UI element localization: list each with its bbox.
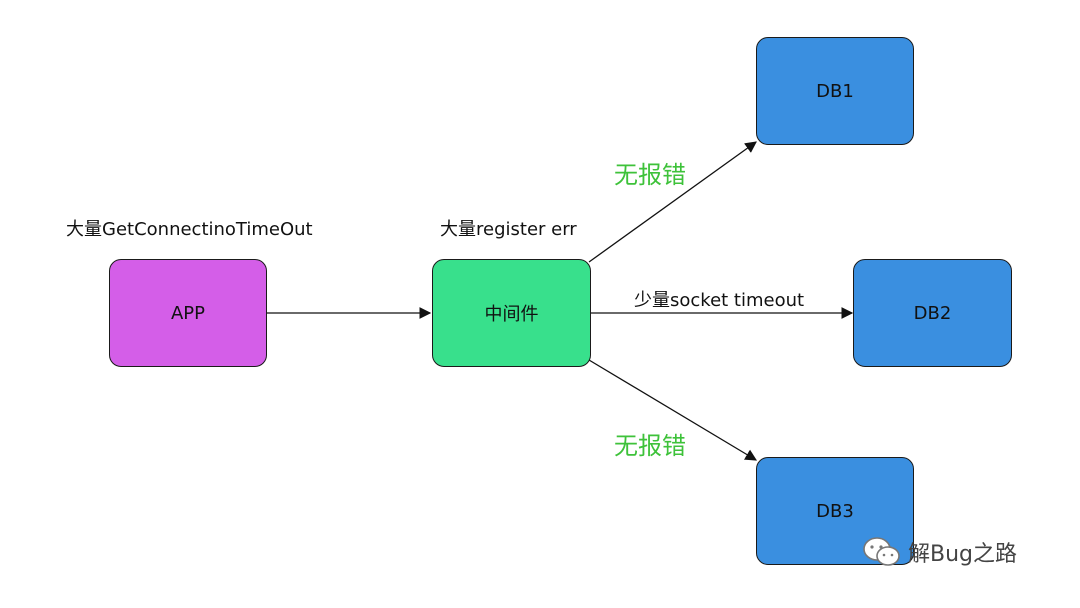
node-db1: DB1 xyxy=(756,37,914,145)
edge-middleware-to-db1 xyxy=(588,141,757,263)
node-app: APP xyxy=(109,259,267,367)
node-db2-label: DB2 xyxy=(913,302,952,324)
node-middleware-label: 中间件 xyxy=(484,304,539,325)
wechat-icon xyxy=(863,537,900,566)
watermark-text: 解Bug之路 xyxy=(908,542,1018,567)
node-db3-label: DB3 xyxy=(816,500,854,522)
node-db1-label: DB1 xyxy=(816,80,854,102)
node-middleware: 中间件 xyxy=(432,259,591,367)
edge-middleware-to-db3 xyxy=(588,359,758,461)
watermark: 解Bug之路 xyxy=(862,536,1017,568)
db2-status-annotation: 少量socket timeout xyxy=(634,290,805,311)
db1-status-annotation: 无报错 xyxy=(614,161,686,189)
db3-status-annotation: 无报错 xyxy=(614,432,686,460)
node-db2: DB2 xyxy=(853,259,1012,367)
node-app-label: APP xyxy=(170,302,206,324)
app-error-annotation: 大量GetConnectinoTimeOut xyxy=(66,219,313,240)
middleware-error-annotation: 大量register err xyxy=(440,219,577,240)
